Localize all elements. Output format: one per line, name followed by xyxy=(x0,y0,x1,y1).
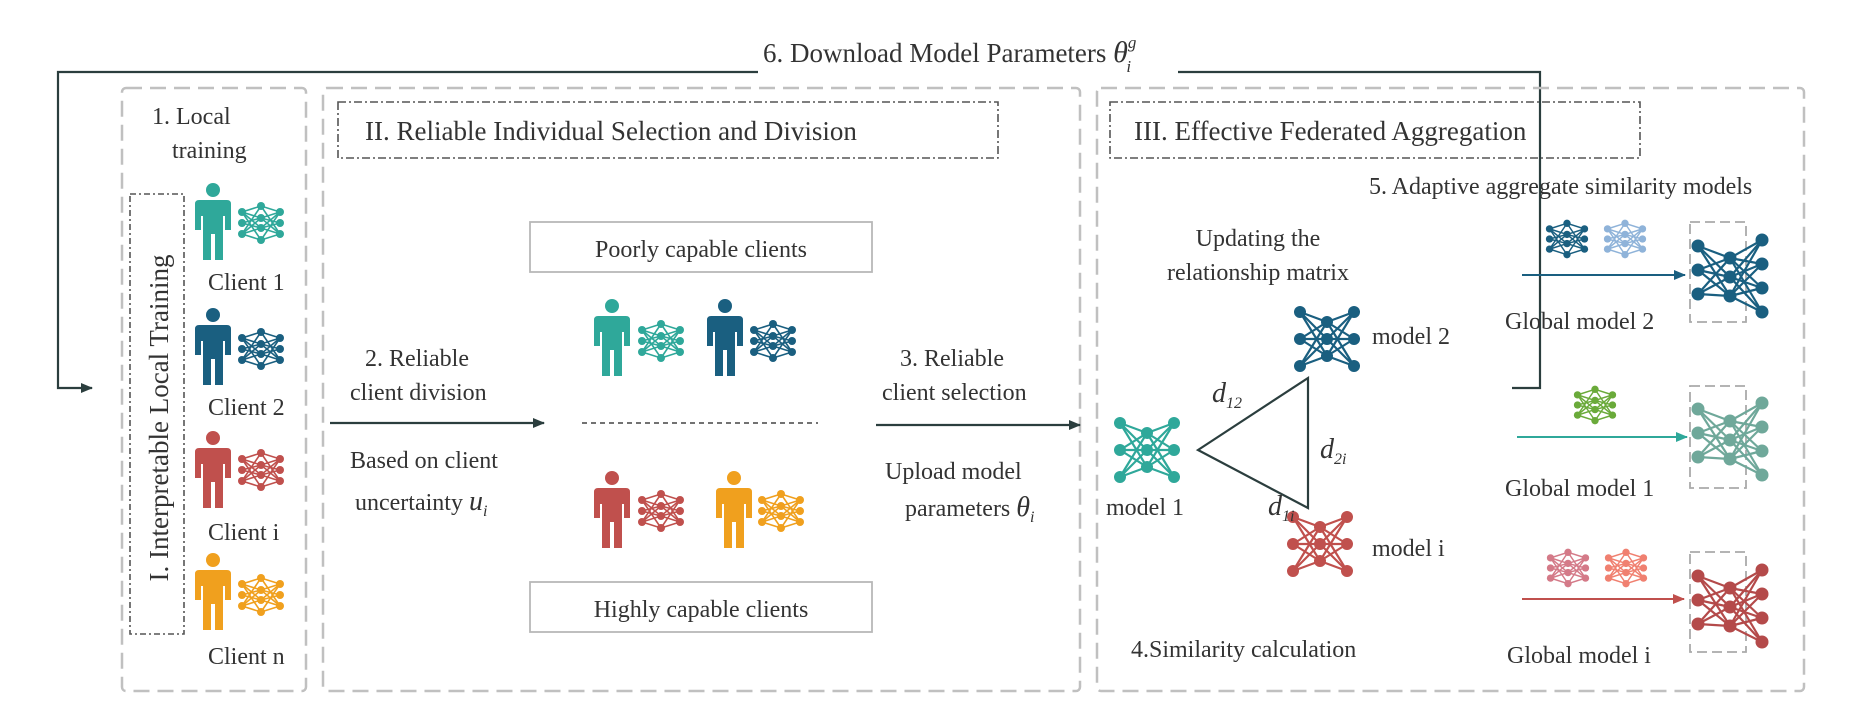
matrix-label-line2: relationship matrix xyxy=(1167,260,1349,286)
client-n-network-icon xyxy=(237,573,285,617)
poor-client-teal-network-icon xyxy=(637,319,685,363)
model-1-label: model 1 xyxy=(1106,495,1184,521)
highly-capable-label: Highly capable clients xyxy=(594,597,809,623)
client-n-label: Client n xyxy=(208,644,285,670)
client-1-label: Client 1 xyxy=(208,270,285,296)
gmi-input-network-2-icon xyxy=(1604,547,1648,589)
section1-border xyxy=(120,86,308,693)
poorly-capable-box xyxy=(529,221,873,273)
model-2-network-icon xyxy=(1292,304,1362,374)
global-model-i-label: Global model i xyxy=(1507,643,1651,669)
uncertainty-label-line1: Based on client xyxy=(350,448,498,474)
model-i-label: model i xyxy=(1372,536,1445,562)
model-2-label: model 2 xyxy=(1372,324,1450,350)
gm1-input-network-icon xyxy=(1573,384,1617,426)
section-federated-aggregation: III. Effective Federated Aggregation 5. … xyxy=(1095,86,1806,693)
local-training-label-line2: training xyxy=(172,138,247,164)
poor-client-navy-person-icon xyxy=(707,299,743,376)
global-model-1-label: Global model 1 xyxy=(1505,476,1654,502)
section2-title-box xyxy=(337,101,999,159)
high-client-orange-person-icon xyxy=(716,471,752,548)
download-label-bg xyxy=(758,34,1178,74)
d1i-label: d1i xyxy=(1268,491,1294,525)
section-local-training: 1. Local training I. Interpretable Local… xyxy=(120,86,308,693)
high-client-red-person-icon xyxy=(594,471,630,548)
global-model-2-network-icon xyxy=(1690,232,1770,320)
local-training-label-line1: 1. Local xyxy=(152,104,231,130)
matrix-label-line1: Updating the xyxy=(1196,226,1321,252)
client-n-person-icon xyxy=(195,553,231,630)
gm2-input-network-2-icon xyxy=(1603,218,1647,260)
client-1-person-icon xyxy=(195,183,231,260)
high-client-red-network-icon xyxy=(637,489,685,533)
section-selection-division: II. Reliable Individual Selection and Di… xyxy=(321,86,1082,693)
gmi-input-network-1-icon xyxy=(1546,547,1590,589)
model-1-network-icon xyxy=(1112,415,1182,485)
global-model-2-label: Global model 2 xyxy=(1505,309,1654,335)
global-model-1-network-icon xyxy=(1690,395,1770,483)
client-i-network-icon xyxy=(237,448,285,492)
section2-border xyxy=(321,86,1082,693)
d12-label: d12 xyxy=(1212,378,1242,412)
poor-client-teal-person-icon xyxy=(594,299,630,376)
high-client-orange-network-icon xyxy=(757,489,805,533)
selection-label-line2: client selection xyxy=(882,380,1027,406)
poorly-capable-label: Poorly capable clients xyxy=(595,237,807,263)
client-i-person-icon xyxy=(195,431,231,508)
interpretable-local-training-title: I. Interpretable Local Training xyxy=(144,255,174,582)
gm2-input-network-1-icon xyxy=(1545,218,1589,260)
client-2-person-icon xyxy=(195,308,231,385)
section3-title-box xyxy=(1109,101,1641,159)
similarity-triangle xyxy=(1195,375,1310,510)
selection-label-line1: 3. Reliable xyxy=(900,346,1004,372)
section3-title: III. Effective Federated Aggregation xyxy=(1134,116,1527,146)
highly-capable-box xyxy=(529,581,873,633)
section2-title: II. Reliable Individual Selection and Di… xyxy=(365,116,857,146)
upload-label-line2: parameters θi xyxy=(905,492,1035,526)
model-i-network-icon xyxy=(1285,509,1355,579)
global-model-i-network-icon xyxy=(1690,562,1770,650)
division-label-line1: 2. Reliable xyxy=(365,346,469,372)
division-label-line2: client division xyxy=(350,380,487,406)
client-2-label: Client 2 xyxy=(208,395,285,421)
adaptive-aggregation-label: 5. Adaptive aggregate similarity models xyxy=(1369,174,1752,200)
section3-border xyxy=(1095,86,1806,693)
uncertainty-label-line2: uncertainty ui xyxy=(355,486,487,520)
client-i-label: Client i xyxy=(208,520,280,546)
poor-client-navy-network-icon xyxy=(749,319,797,363)
upload-label-line1: Upload model xyxy=(885,459,1022,485)
client-2-network-icon xyxy=(237,327,285,371)
similarity-calculation-label: 4.Similarity calculation xyxy=(1131,637,1356,663)
interpretable-title-box xyxy=(129,193,185,635)
d2i-label: d2i xyxy=(1320,434,1346,468)
client-1-network-icon xyxy=(237,201,285,245)
